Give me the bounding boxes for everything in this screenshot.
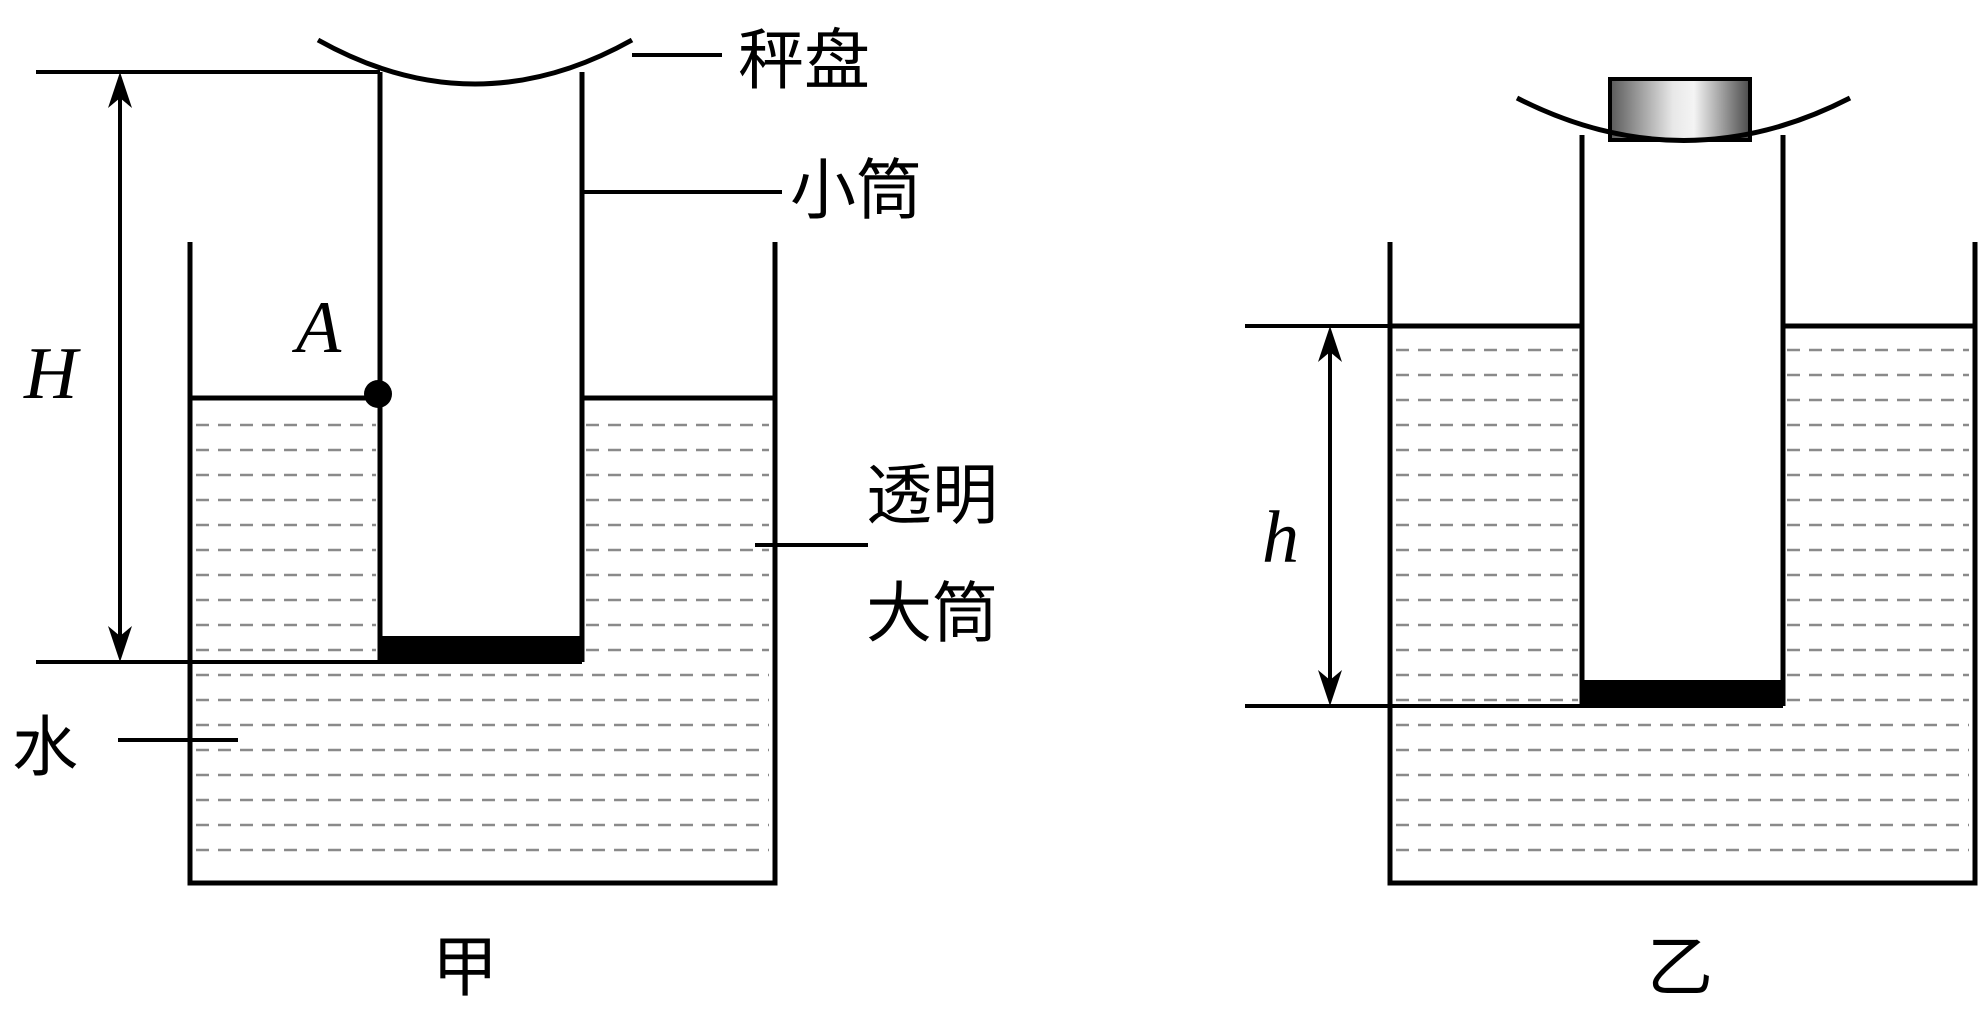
caption-left: 甲 — [432, 929, 498, 1006]
small-tube-interior-right — [1582, 135, 1783, 706]
label-big-tube-line1: 透明 — [866, 457, 998, 534]
point-a-marker — [364, 380, 392, 408]
small-tube-interior-left — [380, 72, 582, 662]
big-tube-right — [1387, 242, 1978, 886]
water-right — [1396, 348, 1969, 852]
label-height-h: h — [1262, 497, 1299, 579]
label-small-tube: 小筒 — [790, 152, 922, 229]
height-H-arrowhead-top — [108, 72, 132, 108]
small-tube-base-left — [380, 636, 582, 664]
small-tube-base-right — [1582, 680, 1783, 708]
height-h-arrowhead-bottom — [1318, 670, 1342, 706]
label-scale-pan: 秤盘 — [738, 22, 870, 99]
label-big-tube-line2: 大筒 — [866, 575, 998, 652]
figure-right: h 乙 — [1245, 77, 1978, 1006]
label-height-H: H — [23, 333, 81, 415]
height-h-arrowhead-top — [1318, 326, 1342, 362]
weight-block — [1608, 77, 1752, 142]
big-tube-left — [187, 242, 778, 886]
water-left — [196, 423, 769, 852]
scale-pan-right — [1515, 95, 1852, 143]
caption-right: 乙 — [1647, 929, 1713, 1006]
scale-pan-left — [316, 37, 634, 87]
figure-left: 秤盘 小筒 透明 大筒 水 A H 甲 — [12, 22, 998, 1006]
label-point-a: A — [291, 287, 342, 369]
height-H-arrowhead-bottom — [108, 626, 132, 662]
label-water: 水 — [12, 709, 78, 786]
